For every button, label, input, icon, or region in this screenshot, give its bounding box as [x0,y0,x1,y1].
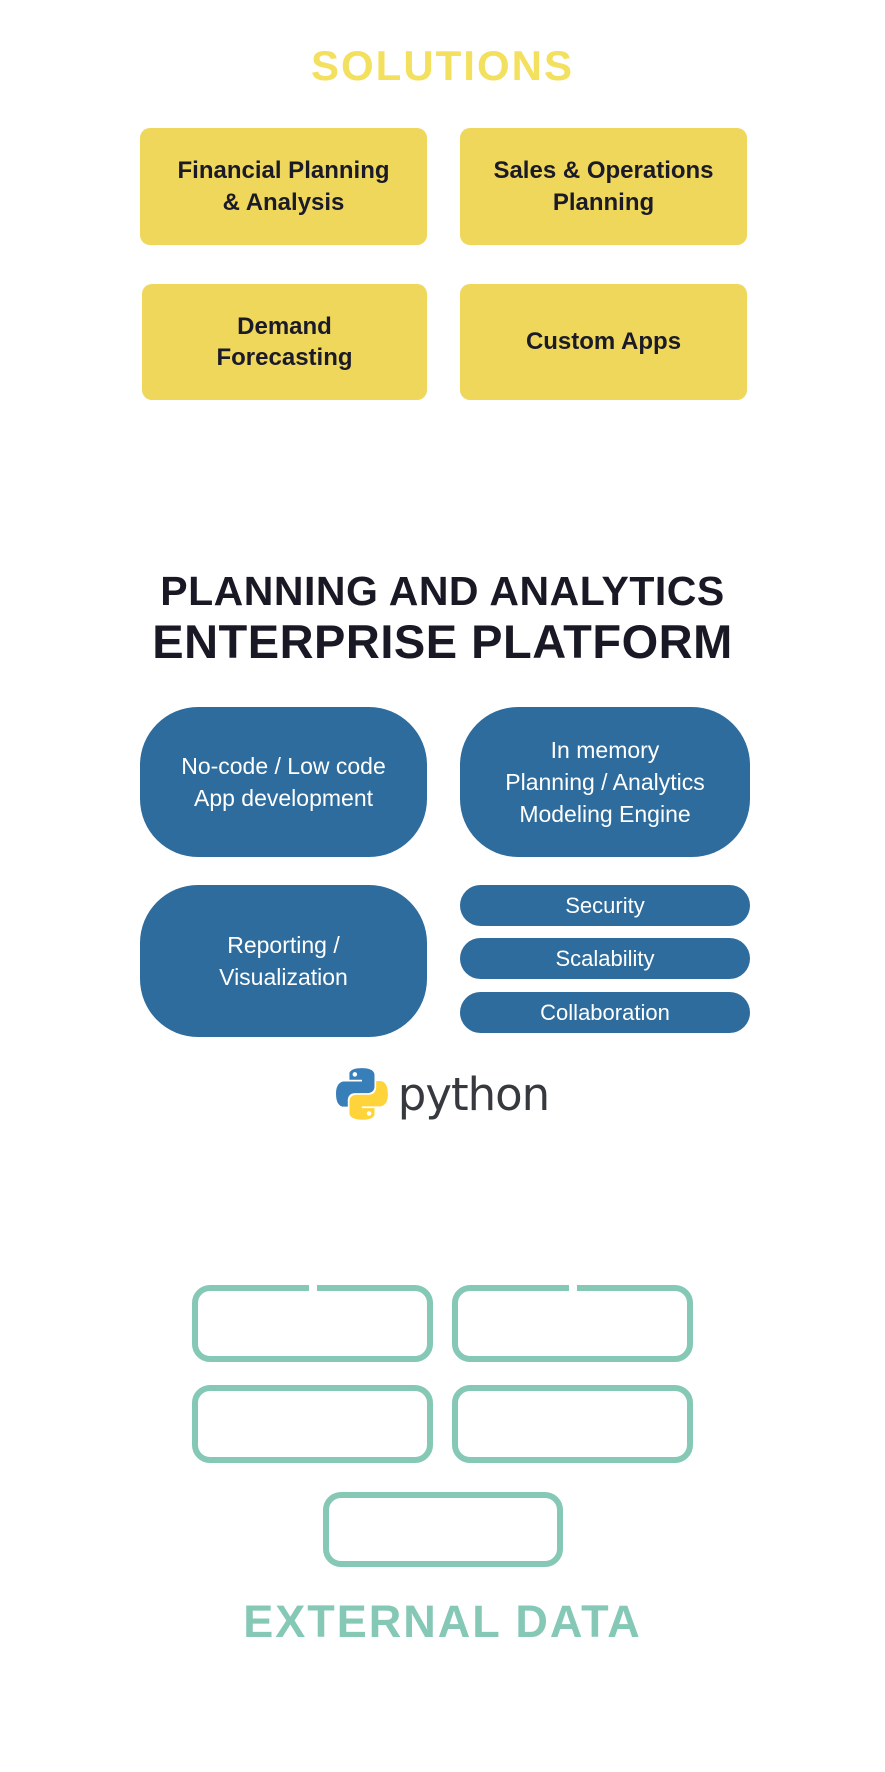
solution-box-label: Sales & Operations Planning [493,157,714,216]
python-logo: python [0,1068,885,1120]
solution-box-sales-operations-planning: Sales & Operations Planning [460,128,747,245]
capability-box-in-memory-engine: In memory Planning / Analytics Modeling … [460,707,750,857]
solution-box-label: Demand Forecasting [216,312,353,371]
external-data-box-2 [452,1285,693,1362]
border-notch [568,1285,577,1291]
platform-title-line1: PLANNING AND ANALYTICS [160,568,725,614]
external-data-box-5 [323,1492,563,1567]
python-logo-icon [335,1068,388,1120]
pill-scalability: Scalability [460,938,750,979]
capability-box-label: No-code / Low code App development [181,752,386,811]
external-data-title: EXTERNAL DATA [243,1596,642,1647]
pill-collaboration: Collaboration [460,992,750,1033]
python-wordmark: python [397,1067,550,1121]
capability-box-no-code-low-code: No-code / Low code App development [140,707,427,857]
pill-label: Scalability [555,945,655,971]
external-data-box-4 [452,1385,693,1463]
solution-box-custom-apps: Custom Apps [460,284,747,400]
external-data-box-1 [192,1285,433,1362]
solution-box-financial-planning: Financial Planning & Analysis [140,128,427,245]
solution-box-label: Financial Planning & Analysis [177,157,390,216]
capability-box-label: In memory Planning / Analytics Modeling … [505,736,705,828]
platform-title-line2: ENTERPRISE PLATFORM [152,615,733,668]
border-notch [308,1285,317,1291]
capability-box-reporting-visualization: Reporting / Visualization [140,885,427,1037]
solution-box-demand-forecasting: Demand Forecasting [142,284,427,400]
pill-label: Collaboration [540,999,670,1025]
solutions-title: SOLUTIONS [310,42,574,89]
pill-label: Security [565,892,645,918]
solution-box-label: Custom Apps [525,328,682,356]
capability-box-label: Reporting / Visualization [219,931,348,990]
external-data-box-3 [192,1385,433,1463]
pill-security: Security [460,885,750,926]
